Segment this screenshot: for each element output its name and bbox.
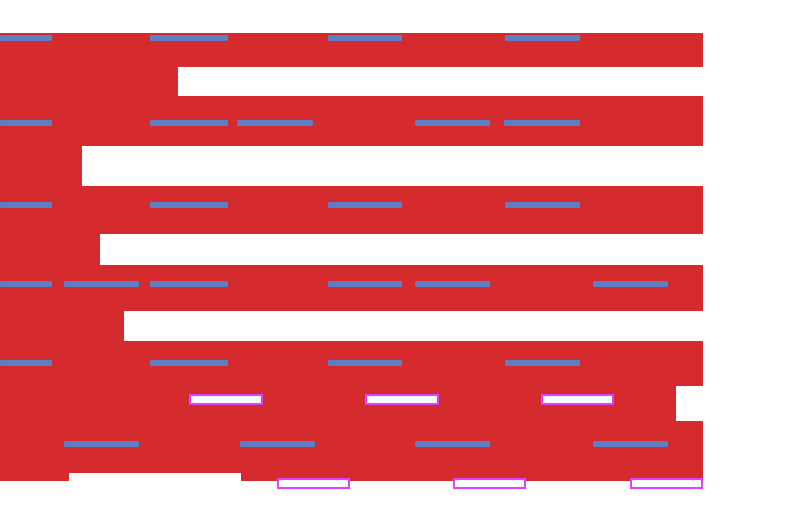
highlight-r2-c4[interactable] bbox=[415, 120, 490, 126]
paragraph-block-1-tail bbox=[0, 67, 178, 96]
annotation-box-1[interactable] bbox=[189, 394, 263, 405]
annotation-box-2[interactable] bbox=[365, 394, 439, 405]
highlight-r6-c2[interactable] bbox=[240, 441, 315, 447]
highlight-r1-c2[interactable] bbox=[150, 35, 228, 41]
paragraph-block-4-tail bbox=[0, 311, 124, 341]
highlight-r4-c6[interactable] bbox=[593, 281, 668, 287]
highlight-r3-c4[interactable] bbox=[505, 202, 580, 208]
highlight-r4-c3[interactable] bbox=[150, 281, 228, 287]
paragraph-block-6-tail-right bbox=[241, 473, 703, 481]
highlight-r1-c4[interactable] bbox=[505, 35, 580, 41]
highlight-r4-c2[interactable] bbox=[64, 281, 139, 287]
paragraph-block-3 bbox=[0, 186, 703, 234]
highlight-r2-c1[interactable] bbox=[0, 120, 52, 126]
highlight-r6-c4[interactable] bbox=[593, 441, 668, 447]
highlight-r5-c4[interactable] bbox=[505, 360, 580, 366]
line-gap-4 bbox=[124, 311, 703, 341]
highlight-r6-c1[interactable] bbox=[64, 441, 139, 447]
highlight-r1-c1[interactable] bbox=[0, 35, 52, 41]
line-gap-6 bbox=[69, 473, 241, 481]
highlight-r3-c3[interactable] bbox=[328, 202, 402, 208]
line-gap-2 bbox=[82, 146, 703, 186]
highlight-r4-c1[interactable] bbox=[0, 281, 52, 287]
annotation-box-3[interactable] bbox=[541, 394, 614, 405]
highlight-r5-c2[interactable] bbox=[150, 360, 228, 366]
annotation-box-5[interactable] bbox=[453, 478, 526, 489]
paragraph-block-4 bbox=[0, 265, 703, 311]
annotation-box-4[interactable] bbox=[277, 478, 350, 489]
annotation-box-6[interactable] bbox=[630, 478, 703, 489]
paragraph-block-2-tail bbox=[0, 146, 82, 186]
line-gap-1 bbox=[178, 67, 703, 96]
highlight-r2-c2[interactable] bbox=[150, 120, 228, 126]
line-gap-5 bbox=[676, 386, 703, 421]
highlight-r2-c3[interactable] bbox=[237, 120, 313, 126]
highlight-r2-c5[interactable] bbox=[504, 120, 580, 126]
highlight-r5-c3[interactable] bbox=[328, 360, 402, 366]
highlight-r4-c4[interactable] bbox=[328, 281, 402, 287]
paragraph-block-3-tail bbox=[0, 234, 100, 265]
highlight-r3-c1[interactable] bbox=[0, 202, 52, 208]
highlight-r1-c3[interactable] bbox=[328, 35, 402, 41]
highlight-r4-c5[interactable] bbox=[415, 281, 490, 287]
highlight-r6-c3[interactable] bbox=[415, 441, 490, 447]
line-gap-3 bbox=[100, 234, 703, 265]
paragraph-block-2 bbox=[0, 96, 703, 146]
paragraph-block-6 bbox=[0, 421, 703, 473]
highlight-r3-c2[interactable] bbox=[150, 202, 228, 208]
highlight-r5-c1[interactable] bbox=[0, 360, 52, 366]
paragraph-block-6-tail-left bbox=[0, 473, 69, 481]
